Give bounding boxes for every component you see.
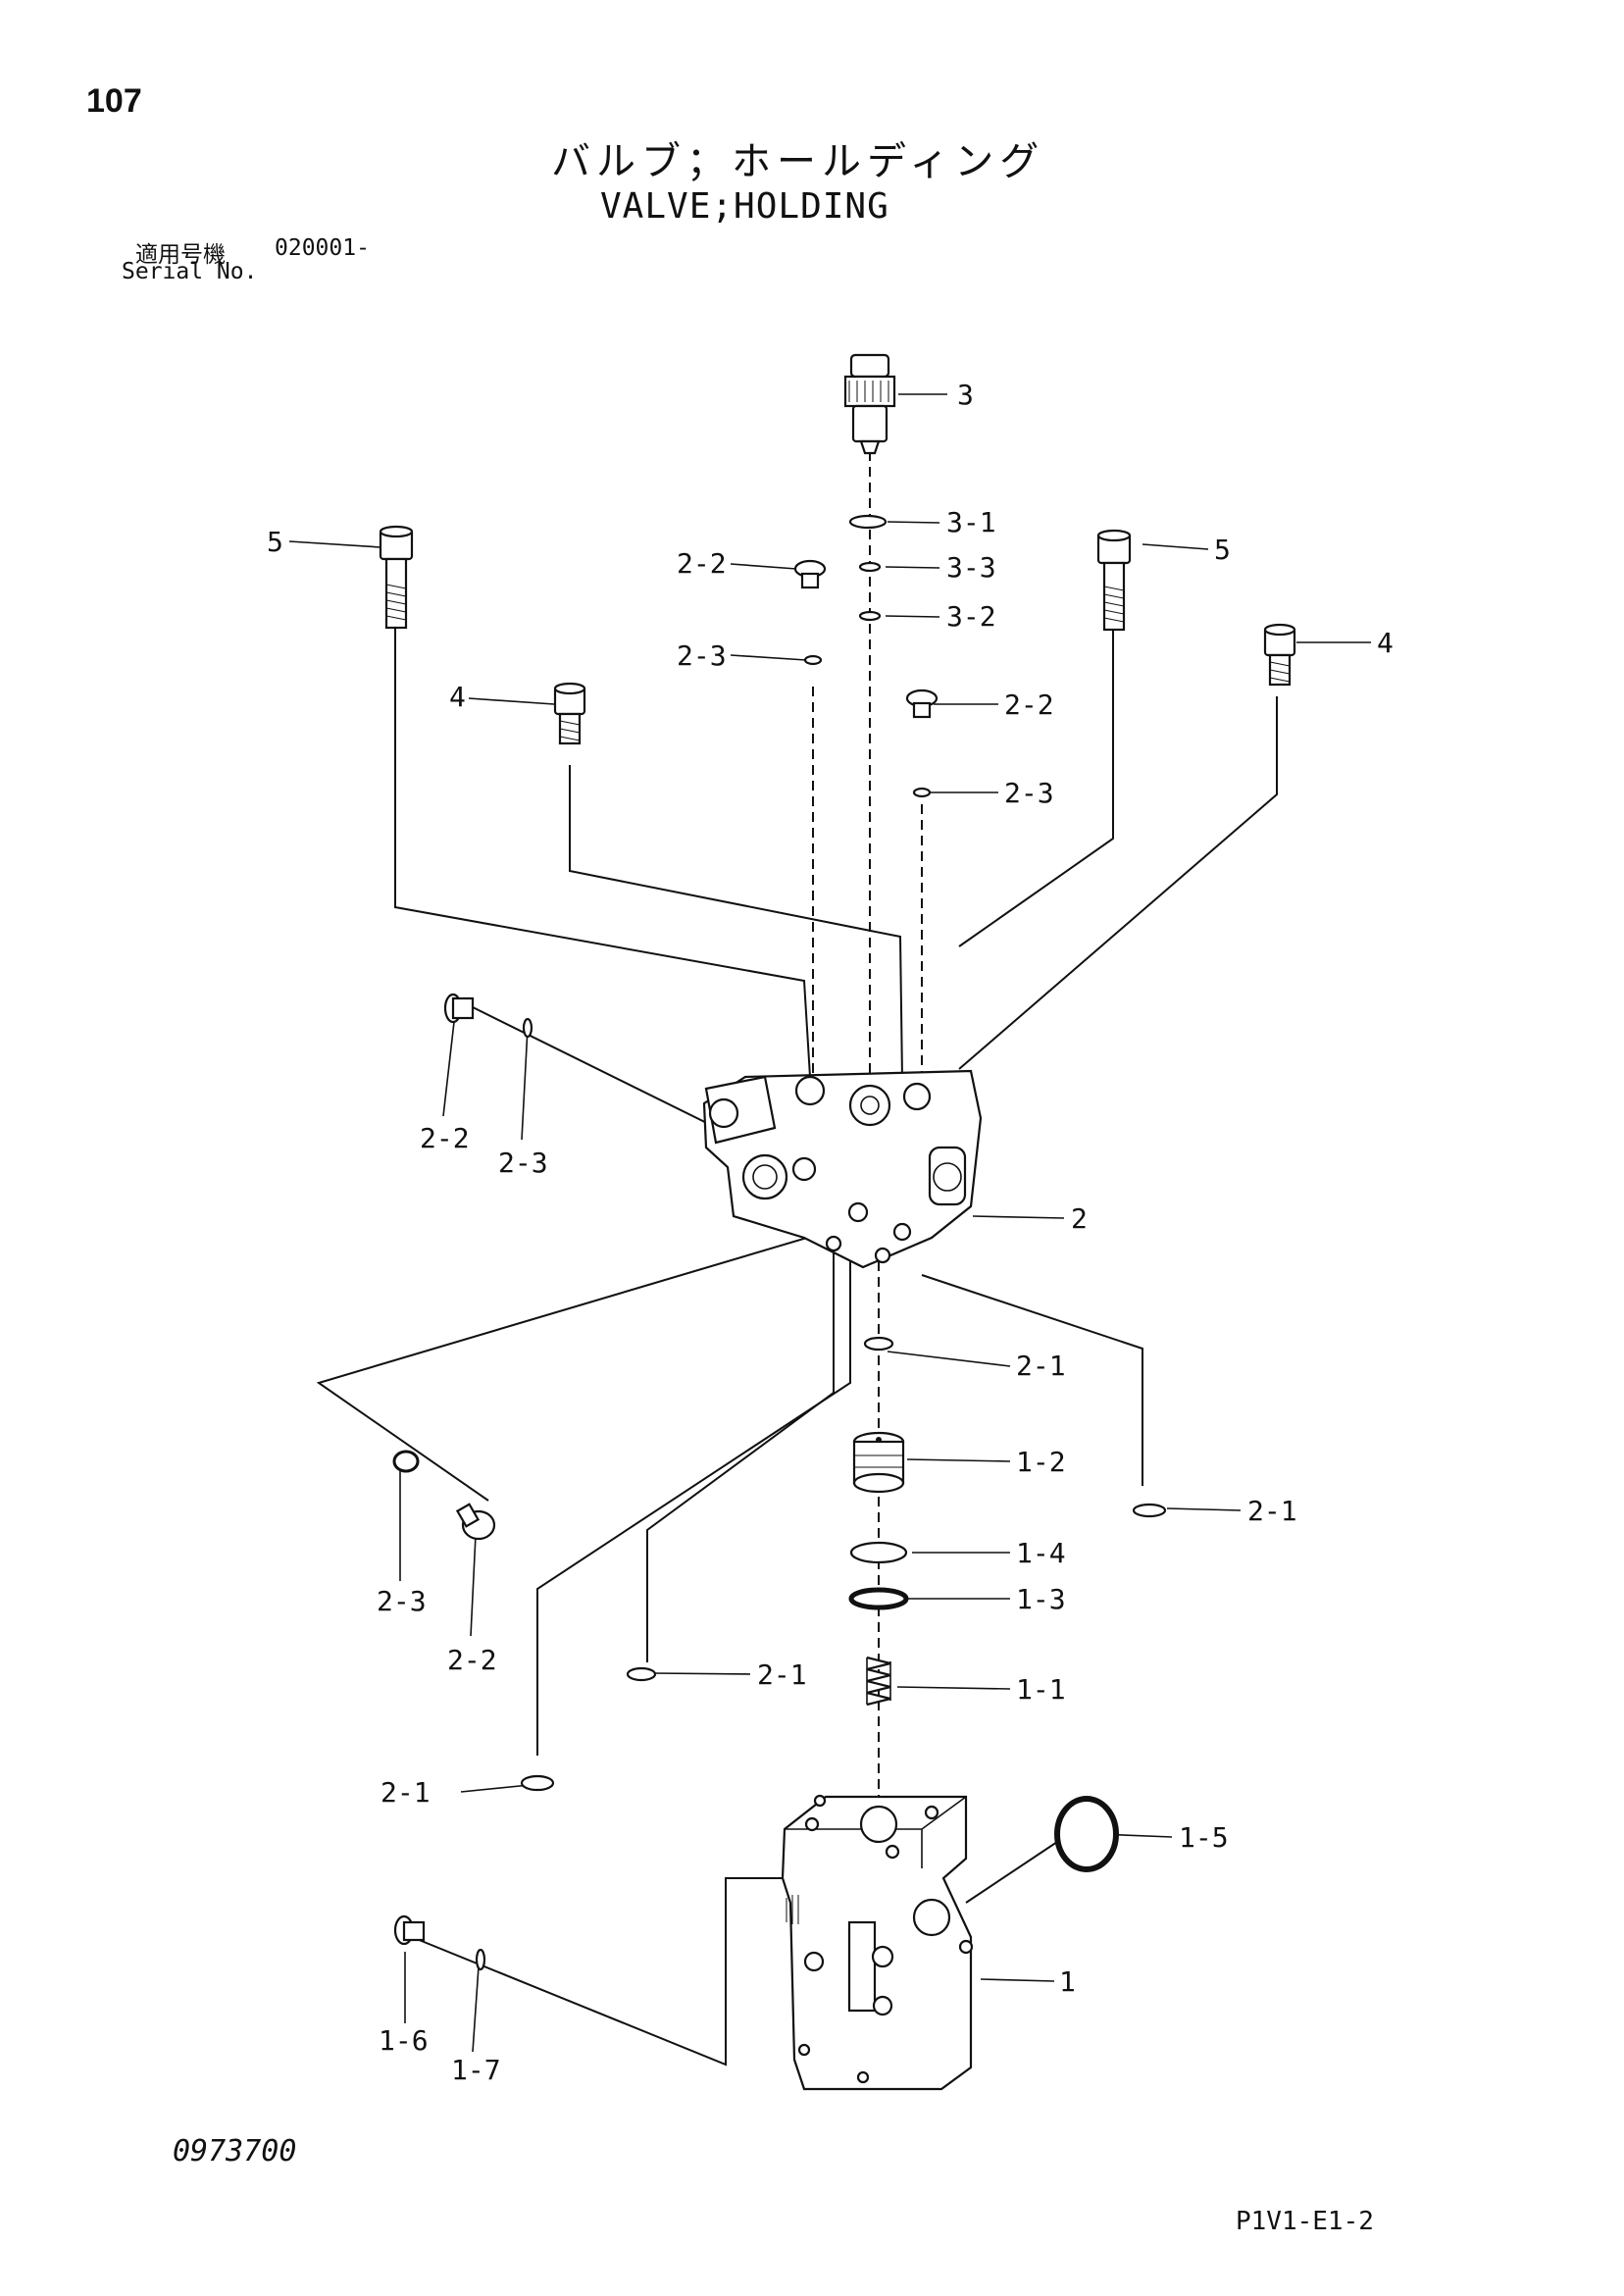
part-2-3-o-ring-side — [522, 1017, 533, 1039]
callout-1-4: 1-4 — [1016, 1537, 1066, 1569]
part-1-3-o-ring — [848, 1587, 909, 1610]
callout-leaders — [288, 393, 1371, 2053]
assembly-line-1-5 — [965, 1833, 1070, 1904]
assembly-line-bolt5-right — [958, 618, 1114, 947]
title-english: VALVE;HOLDING — [600, 186, 889, 227]
callout-3-2: 3-2 — [946, 600, 996, 633]
callout-3-3: 3-3 — [946, 551, 996, 584]
part-1-4-backup-ring — [849, 1541, 908, 1564]
assembly-line-2-1-left — [536, 1236, 851, 1756]
callout-2-2-left: 2-2 — [447, 1644, 497, 1676]
part-4-bolt-left — [553, 682, 586, 745]
assembly-line-1-6 — [411, 1877, 785, 2066]
part-2-3-o-ring-mid — [912, 787, 932, 798]
o-ring-stack-3 — [848, 514, 888, 622]
part-2-valve-body — [702, 1069, 983, 1269]
callout-1-7: 1-7 — [451, 2054, 501, 2086]
callout-3-1: 3-1 — [946, 506, 996, 538]
page-number: 107 — [86, 82, 142, 120]
callout-2-1-a: 2-1 — [1016, 1350, 1066, 1382]
assembly-line-bolt5-left — [394, 628, 811, 1078]
callout-2-3-side: 2-3 — [498, 1147, 548, 1179]
callout-2-3-left: 2-3 — [377, 1585, 427, 1617]
part-2-2-plug-left — [455, 1503, 496, 1541]
callout-5-right: 5 — [1214, 534, 1231, 566]
part-1-1-spring — [866, 1656, 891, 1707]
serial-label-english: Serial No. — [122, 259, 258, 284]
callout-1-1: 1-1 — [1016, 1673, 1066, 1706]
part-1-2-piston — [852, 1431, 905, 1494]
callout-2-1-left: 2-1 — [381, 1776, 431, 1809]
part-5-bolt-left — [379, 525, 414, 630]
part-1-7-o-ring — [475, 1948, 486, 1971]
part-2-1-o-ring-a — [863, 1336, 894, 1352]
callout-1-3: 1-3 — [1016, 1583, 1066, 1615]
page-code: P1V1-E1-2 — [1236, 2207, 1374, 2236]
callout-1: 1 — [1059, 1965, 1076, 1998]
part-1-5-large-o-ring — [1054, 1796, 1119, 1872]
part-2-2-plug-side — [443, 993, 475, 1024]
part-3-valve-cartridge — [843, 353, 896, 455]
callout-2-3-mid: 2-3 — [1004, 777, 1054, 809]
callout-2-2-side: 2-2 — [420, 1122, 470, 1154]
part-2-3-o-ring-top — [803, 654, 823, 666]
title-japanese: バルブ；ホールディング — [551, 139, 1045, 184]
callout-4-left: 4 — [449, 681, 466, 713]
callout-1-6: 1-6 — [379, 2024, 429, 2057]
callout-4-right: 4 — [1377, 627, 1394, 659]
serial-number-value: 020001- — [275, 235, 370, 261]
part-4-bolt-right — [1263, 623, 1296, 687]
part-5-bolt-right — [1096, 529, 1132, 632]
part-2-1-o-ring-center — [626, 1666, 657, 1682]
part-2-2-plug-top — [793, 559, 827, 589]
assembly-line-2-1-right — [921, 1274, 1143, 1486]
callout-2: 2 — [1071, 1202, 1088, 1235]
part-2-1-o-ring-left — [520, 1774, 555, 1792]
part-2-2-plug-mid — [905, 689, 939, 719]
assembly-line-bolt4-right — [958, 696, 1278, 1070]
assembly-line-left-v — [316, 1223, 854, 1502]
serial-label-japanese: 適用号機 — [135, 242, 226, 268]
callout-1-5: 1-5 — [1179, 1821, 1229, 1854]
callout-2-2-top: 2-2 — [677, 547, 727, 580]
document-number: 0973700 — [173, 2134, 297, 2168]
assembly-lines — [316, 451, 1278, 2066]
callout-labels: 3 3-1 3-3 3-2 5 5 4 4 2-2 2-3 2-2 2-3 2-… — [267, 379, 1394, 2086]
part-2-1-o-ring-right — [1132, 1503, 1167, 1518]
callout-5-left: 5 — [267, 526, 283, 558]
part-1-valve-housing — [781, 1794, 974, 2091]
callout-2-2-mid: 2-2 — [1004, 689, 1054, 721]
callout-2-1-right: 2-1 — [1247, 1495, 1297, 1527]
callout-2-3-top: 2-3 — [677, 639, 727, 672]
assembly-line-2-1-center — [646, 1236, 835, 1662]
callout-1-2: 1-2 — [1016, 1446, 1066, 1478]
callout-3: 3 — [957, 379, 974, 411]
callout-2-1-center: 2-1 — [757, 1658, 807, 1691]
part-2-3-o-ring-left — [392, 1450, 420, 1473]
part-1-6-plug — [393, 1914, 426, 1946]
